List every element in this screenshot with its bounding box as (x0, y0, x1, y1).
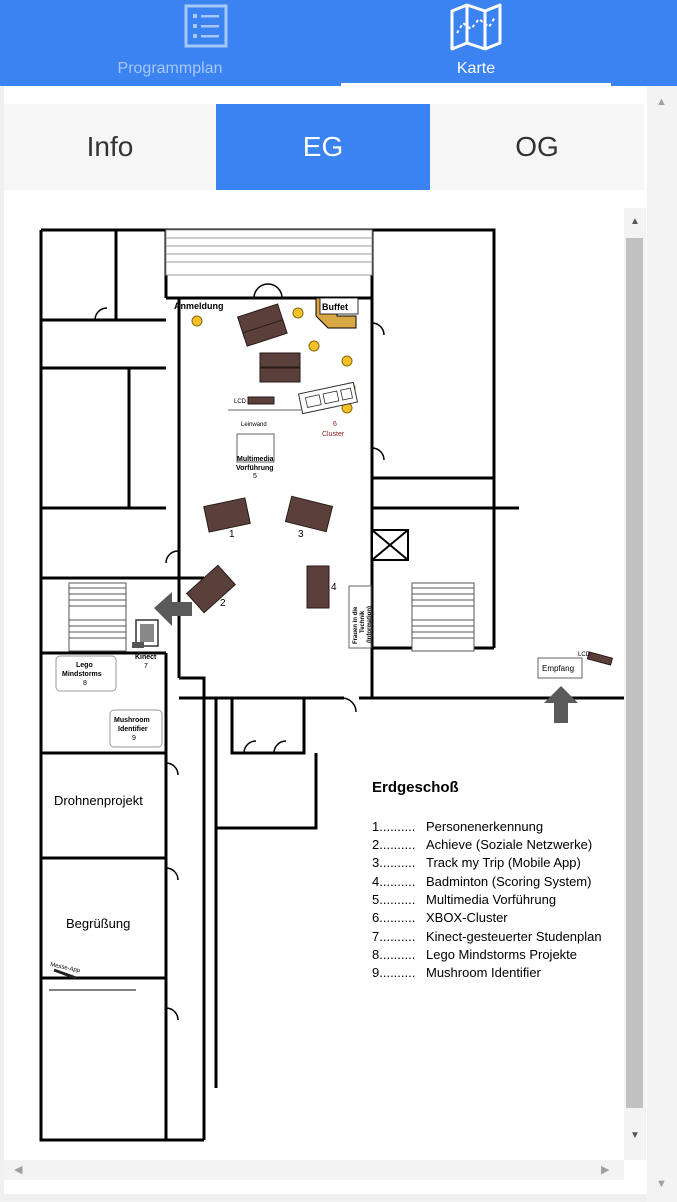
label-lego-1: Lego (76, 662, 93, 669)
label-buffet: Buffet (322, 302, 348, 312)
label-kinect: Kinect (135, 654, 157, 661)
label-multimedia-num: 5 (253, 473, 257, 480)
legend-item: 3..........Track my Trip (Mobile App) (372, 855, 581, 870)
label-station-1: 1 (229, 529, 235, 540)
map-vertical-scrollbar[interactable]: ▲ ▼ (624, 208, 646, 1160)
legend-item: 4..........Badminton (Scoring System) (372, 874, 592, 889)
tab-karte[interactable]: Karte (341, 0, 611, 86)
legend-title: Erdgeschoß (372, 779, 459, 796)
floor-plan-map[interactable]: Anmeldung Buffet LCD Leinwand 6 Cluster … (4, 208, 624, 1160)
label-cluster: Cluster (322, 431, 345, 438)
label-lcd: LCD (234, 399, 247, 405)
legend-item: 7..........Kinect-gesteuerter Studenplan (372, 929, 602, 944)
label-cluster-num: 6 (333, 421, 337, 428)
scroll-down-arrow-icon[interactable]: ▼ (656, 1178, 667, 1190)
tab-karte-label: Karte (456, 60, 496, 77)
label-multimedia-1: Multimedia (237, 456, 274, 463)
label-station-4: 4 (331, 582, 337, 593)
tab-programmplan[interactable]: Programmplan (0, 0, 340, 86)
map-scroll-down-arrow-icon[interactable]: ▼ (630, 1130, 640, 1141)
legend-item: 9..........Mushroom Identifier (372, 965, 541, 980)
label-empfang: Empfang (542, 664, 574, 673)
label-mushroom-2: Identifier (118, 726, 148, 733)
active-tab-underline (341, 83, 611, 86)
map-vertical-scroll-thumb[interactable] (626, 238, 643, 1108)
legend-item: 5..........Multimedia Vorführung (372, 892, 557, 907)
legend-item: 2..........Achieve (Soziale Netzwerke) (372, 837, 593, 852)
label-lego-2: Mindstorms (62, 671, 102, 678)
label-multimedia-2: Vorführung (236, 465, 274, 472)
label-mushroom-num: 9 (132, 735, 136, 742)
tab-programmplan-label: Programmplan (117, 60, 223, 77)
floor-segmented-control: Info EG OG (4, 104, 644, 190)
bottom-edge (0, 1194, 647, 1202)
label-anmeldung: Anmeldung (174, 301, 224, 311)
legend-item: 8..........Lego Mindstorms Projekte (372, 947, 578, 962)
label-frauen-2: Technik (360, 610, 366, 633)
legend-item: 6..........XBOX-Cluster (372, 910, 508, 925)
scroll-up-arrow-icon[interactable]: ▲ (656, 96, 667, 108)
label-begruessung: Begrüßung (66, 916, 130, 931)
map-horizontal-scrollbar[interactable]: ◀ ▶ (4, 1160, 624, 1180)
label-drohnenprojekt: Drohnenprojekt (54, 793, 143, 808)
label-frauen-3: (Information) (367, 606, 373, 643)
page-scrollbar[interactable]: ▲ ▼ (647, 86, 677, 1202)
label-station-3: 3 (298, 529, 304, 540)
label-leinwand: Leinwand (241, 422, 267, 428)
map-scroll-left-arrow-icon[interactable]: ◀ (14, 1164, 23, 1176)
left-edge (0, 86, 4, 1202)
legend-item: 1..........Personenerkennung (372, 819, 544, 834)
list-icon (184, 4, 228, 48)
label-station-2: 2 (220, 598, 226, 609)
top-nav-bar: Programmplan Karte (0, 0, 677, 86)
label-lcd-2: LCD (578, 652, 591, 658)
label-lego-num: 8 (83, 680, 87, 687)
segment-eg[interactable]: EG (216, 104, 430, 190)
label-mushroom-1: Mushroom (114, 717, 150, 724)
segment-info[interactable]: Info (86, 131, 134, 162)
segment-og[interactable]: OG (515, 131, 559, 162)
label-frauen-1: Frauen in die (353, 606, 359, 644)
label-kinect-num: 7 (144, 663, 148, 670)
map-scroll-right-arrow-icon[interactable]: ▶ (601, 1164, 610, 1176)
map-scroll-up-arrow-icon[interactable]: ▲ (630, 216, 640, 227)
map-icon (450, 3, 502, 51)
